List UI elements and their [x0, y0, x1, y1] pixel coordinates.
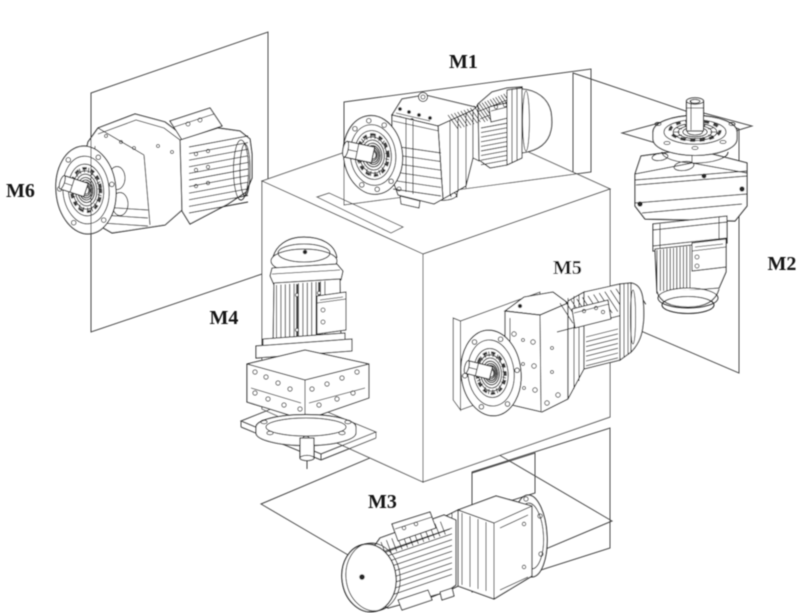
- svg-text:M1: M1: [449, 51, 478, 73]
- svg-text:M4: M4: [210, 307, 239, 329]
- svg-text:M5: M5: [553, 257, 582, 279]
- svg-text:M3: M3: [368, 491, 397, 513]
- svg-text:M2: M2: [768, 253, 797, 275]
- svg-text:M6: M6: [6, 180, 35, 202]
